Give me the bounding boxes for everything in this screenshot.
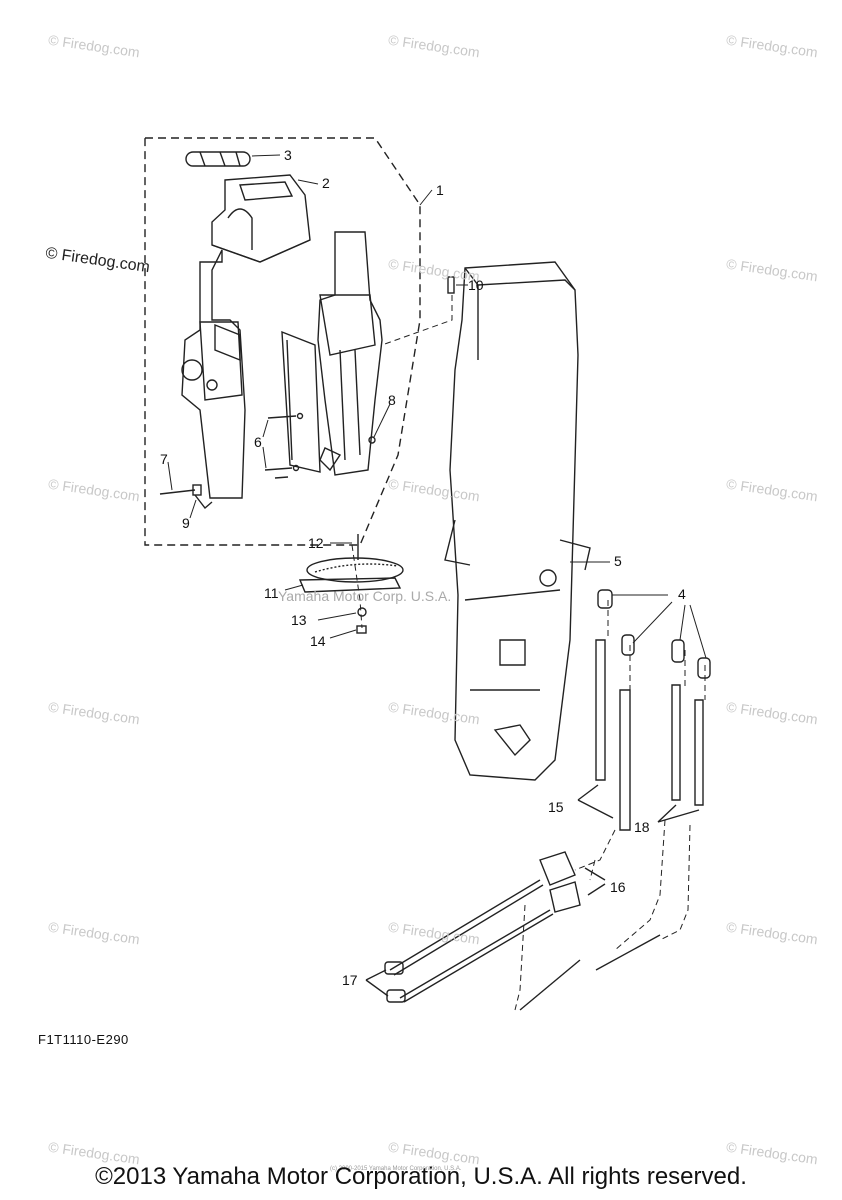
center-plate bbox=[281, 330, 321, 473]
part-8-pin bbox=[368, 436, 376, 444]
part-14-nut bbox=[356, 625, 367, 634]
assembly-outline bbox=[144, 137, 421, 546]
callout-6: 6 bbox=[254, 434, 262, 450]
part-13-washer bbox=[357, 607, 367, 617]
callout-13: 13 bbox=[291, 612, 307, 628]
part-15-adjusters bbox=[577, 639, 631, 831]
part-10-pin bbox=[447, 276, 455, 294]
callout-7: 7 bbox=[160, 451, 168, 467]
callout-8: 8 bbox=[388, 392, 396, 408]
figure-code: F1T1110-E290 bbox=[38, 1032, 129, 1047]
tiny-notice: (c) 2000-2015 Yamaha Motor Corporation, … bbox=[330, 1166, 462, 1172]
part-6-screws bbox=[264, 412, 304, 479]
callout-17: 17 bbox=[342, 972, 358, 988]
part-4-rod-ends bbox=[597, 589, 711, 679]
part-11-plate bbox=[298, 534, 404, 593]
callout-16: 16 bbox=[610, 879, 626, 895]
callout-12: 12 bbox=[308, 535, 324, 551]
callout-11: 11 bbox=[264, 585, 279, 601]
part-17-ends bbox=[365, 961, 406, 1003]
part-16-housings bbox=[539, 851, 606, 913]
callout-9: 9 bbox=[182, 515, 190, 531]
copyright-footer: ©2013 Yamaha Motor Corporation, U.S.A. A… bbox=[95, 1163, 747, 1190]
part-18-adjusters bbox=[657, 684, 704, 823]
callout-15: 15 bbox=[548, 799, 564, 815]
callout-5: 5 bbox=[614, 553, 622, 569]
callout-18: 18 bbox=[634, 819, 650, 835]
part-3-gasket bbox=[185, 151, 251, 167]
main-bracket bbox=[444, 261, 591, 781]
left-lever bbox=[181, 249, 246, 499]
callout-14: 14 bbox=[310, 633, 326, 649]
part-7-bolt bbox=[159, 484, 213, 510]
cables bbox=[389, 879, 661, 1011]
callout-3: 3 bbox=[284, 147, 292, 163]
right-lever bbox=[317, 231, 383, 476]
part-2-cover bbox=[211, 174, 311, 263]
callout-2: 2 bbox=[322, 175, 330, 191]
ghost-watermark: Yamaha Motor Corp. U.S.A. bbox=[278, 588, 452, 604]
callout-4: 4 bbox=[678, 586, 686, 602]
callout-1: 1 bbox=[436, 182, 444, 198]
callout-10: 10 bbox=[468, 277, 484, 293]
